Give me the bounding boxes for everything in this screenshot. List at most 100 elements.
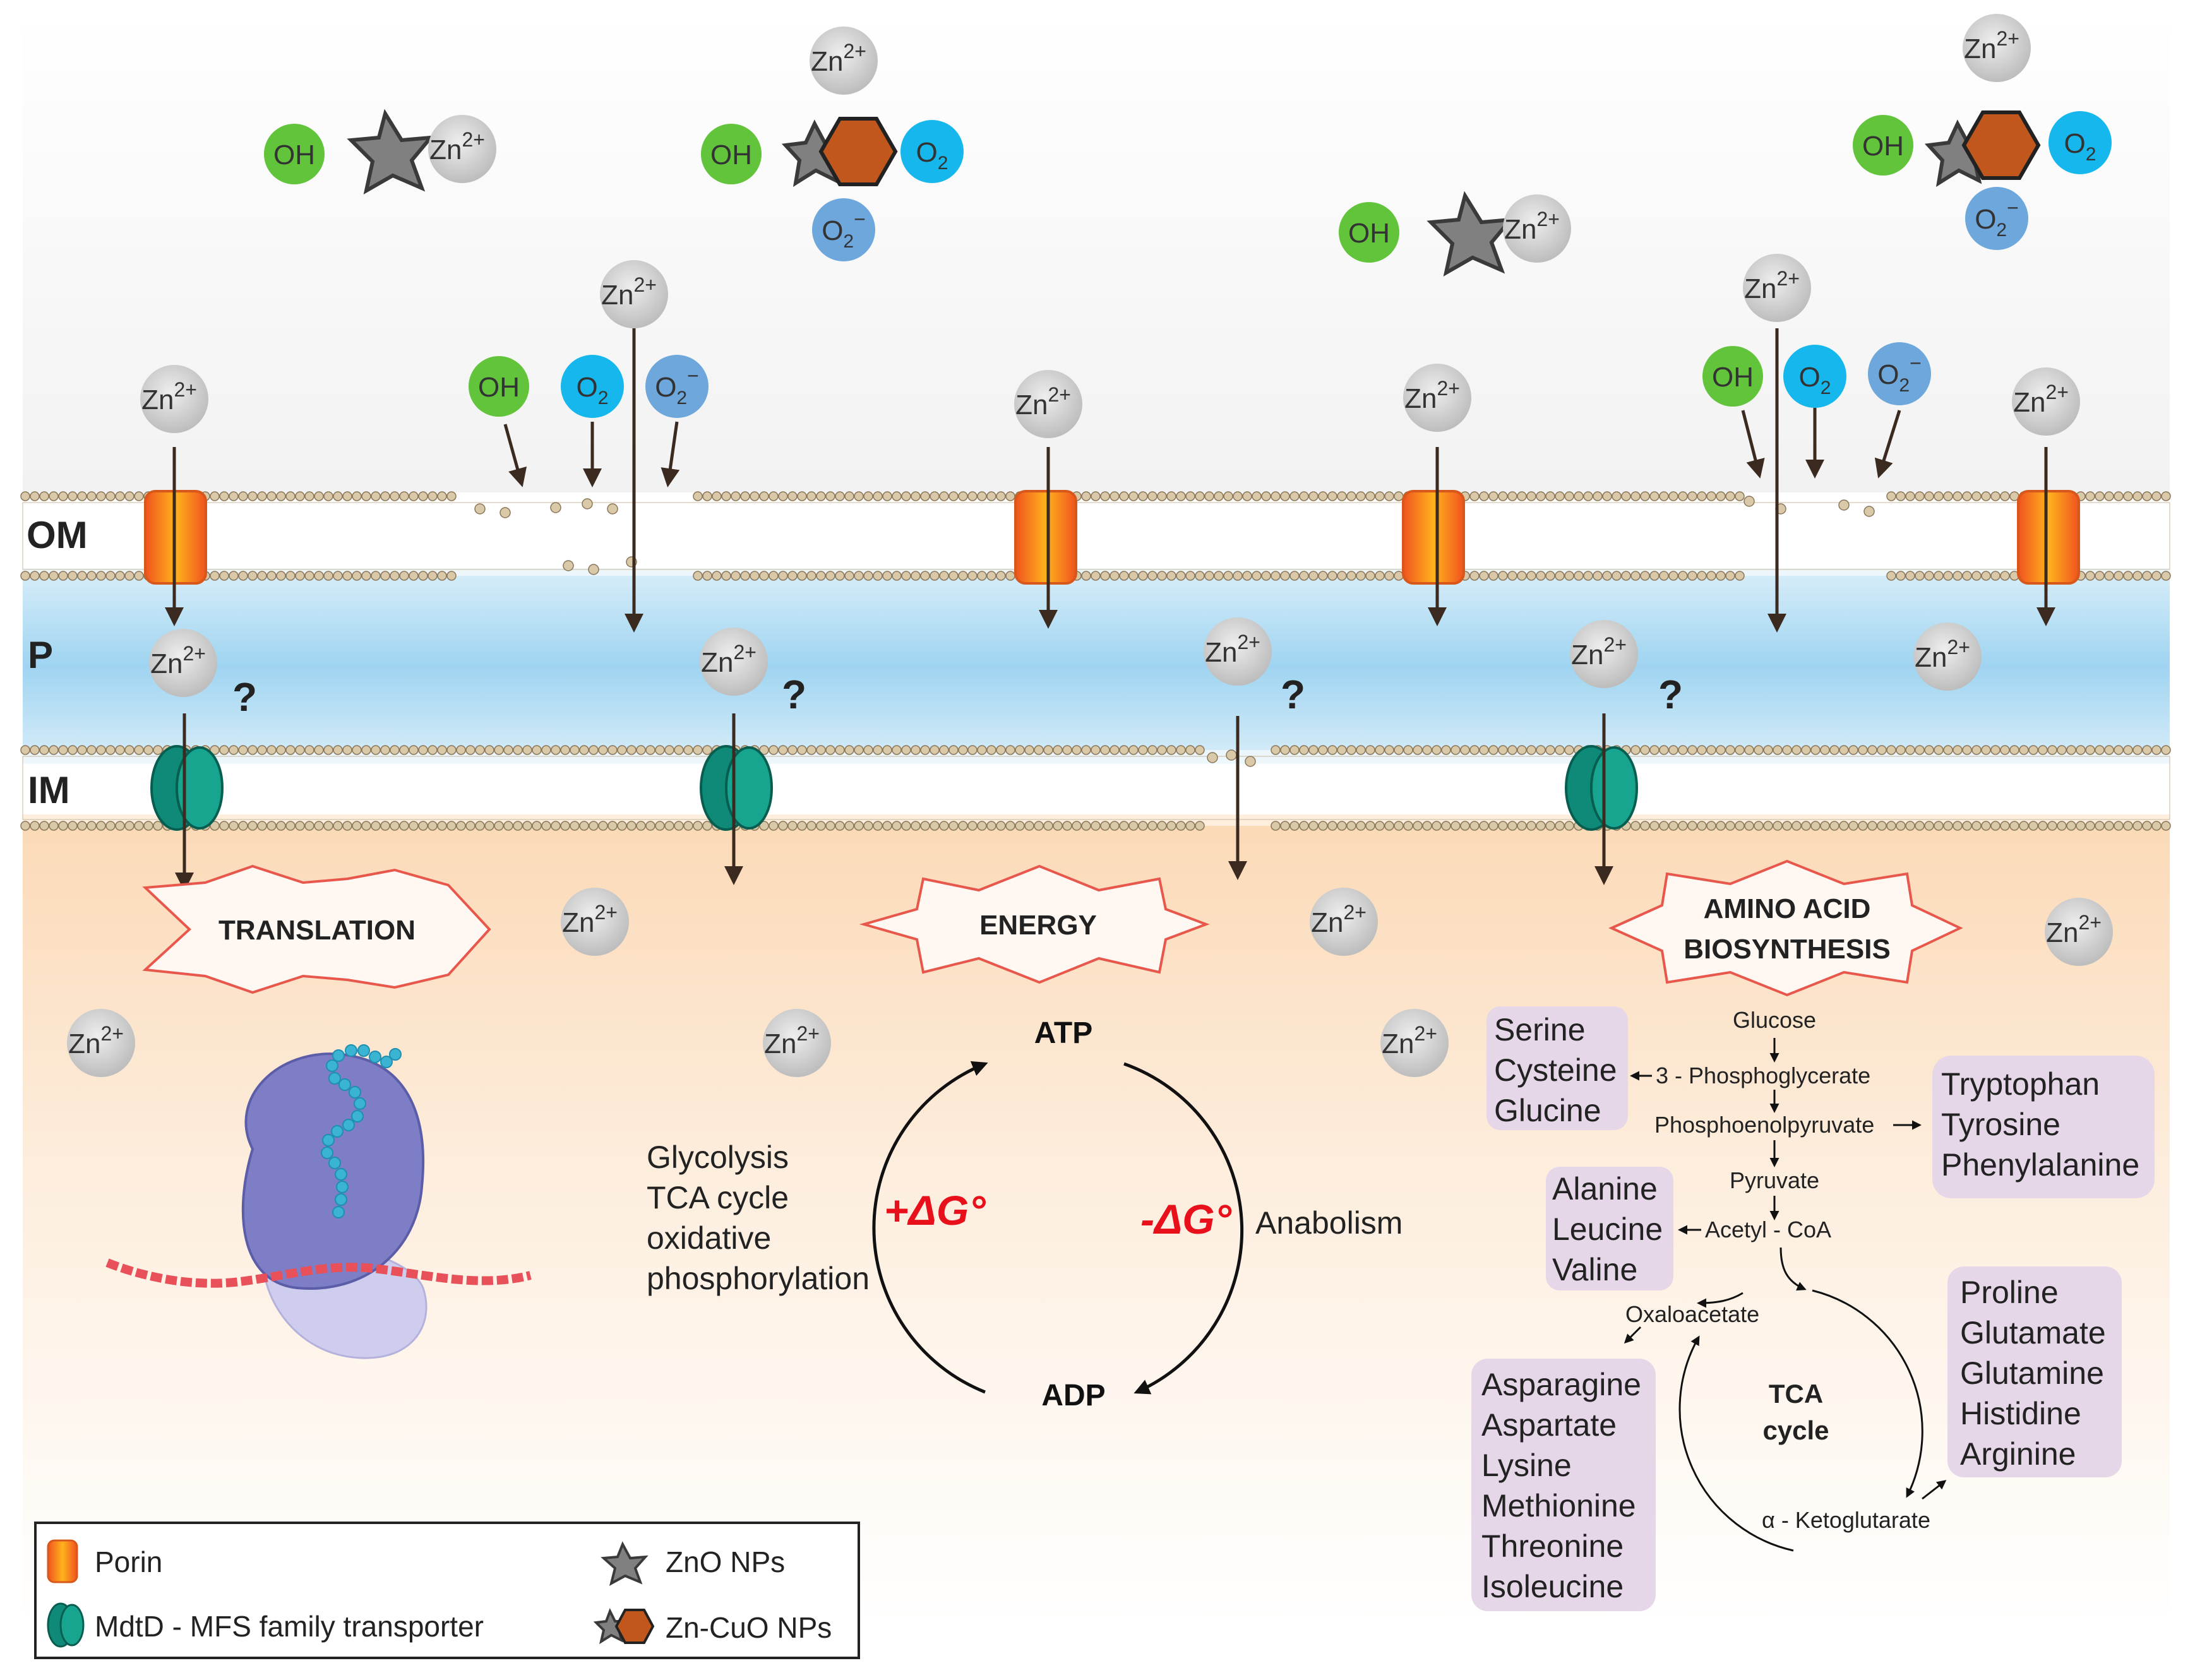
amino-acid-pathway: Serine Cysteine Glucine Tryptophan Tyros…	[1471, 1006, 2155, 1611]
zinc-ion: Zn2+	[600, 260, 668, 328]
svg-text:Zn2+: Zn2+	[1404, 377, 1460, 414]
oxygen-molecule: O2	[2048, 111, 2112, 174]
legend-zncuo-label: Zn-CuO NPs	[666, 1611, 832, 1644]
zinc-ion: Zn2+	[428, 115, 496, 183]
superoxide-anion: O2−	[645, 355, 709, 418]
svg-text:O2−: O2−	[822, 208, 866, 252]
zinc-ion: Zn2+	[1014, 370, 1082, 438]
hydroxyl-radical: OH	[469, 356, 529, 417]
svg-text:Zn2+: Zn2+	[764, 1022, 820, 1059]
zinc-ion: Zn2+	[1310, 888, 1378, 956]
svg-text:Zn2+: Zn2+	[1015, 383, 1071, 420]
legend-mdtd-label: MdtD - MFS family transporter	[95, 1610, 484, 1643]
metabolite-glucose: Glucose	[1733, 1007, 1816, 1033]
svg-text:OH: OH	[1348, 218, 1390, 249]
oxygen-molecule: O2	[561, 355, 624, 418]
tca-label-line2: cycle	[1762, 1415, 1829, 1445]
svg-text:OH: OH	[710, 140, 752, 170]
legend-porin-label: Porin	[95, 1546, 162, 1578]
zinc-ion: Zn2+	[149, 629, 217, 697]
translation-badge: TRANSLATION	[142, 864, 491, 994]
porin	[2017, 490, 2080, 585]
svg-text:Zn2+: Zn2+	[1915, 636, 1970, 673]
amino-box-tryptophan	[1932, 1056, 2155, 1198]
svg-text:Zn2+: Zn2+	[811, 40, 866, 77]
svg-text:Zn2+: Zn2+	[1382, 1022, 1437, 1059]
svg-text:Zn2+: Zn2+	[601, 273, 657, 311]
superoxide-anion: O2−	[812, 198, 875, 261]
superoxide-anion: O2−	[1965, 187, 2028, 250]
metabolite-acetyl-coa: Acetyl - CoA	[1705, 1217, 1831, 1242]
svg-text:Zn2+: Zn2+	[1504, 208, 1560, 245]
zinc-ion: Zn2+	[1743, 254, 1811, 322]
svg-text:O2−: O2−	[655, 364, 699, 408]
zinc-ion: Zn2+	[2045, 898, 2113, 966]
svg-text:Zn2+: Zn2+	[68, 1022, 124, 1059]
zncuo-nanoparticle	[1924, 110, 2041, 188]
metabolite-oxaloacetate: Oxaloacetate	[1625, 1301, 1759, 1327]
svg-text:OH: OH	[273, 140, 315, 170]
transport-arrows	[165, 328, 2055, 891]
translation-label: TRANSLATION	[218, 915, 416, 946]
amino-acid-label-line2: BIOSYNTHESIS	[1684, 934, 1891, 965]
anabolism-label: Anabolism	[1255, 1205, 1403, 1241]
oxygen-molecule: O2	[1783, 345, 1846, 408]
hydroxyl-radical: OH	[701, 124, 762, 184]
svg-text:O2: O2	[2064, 128, 2096, 165]
energy-label: ENERGY	[979, 910, 1097, 941]
zno-nanoparticle	[1426, 191, 1515, 277]
amino-acid-label-line1: AMINO ACID	[1704, 893, 1871, 924]
svg-text:Zn2+: Zn2+	[1571, 633, 1627, 670]
svg-text:OH: OH	[478, 372, 520, 403]
svg-text:Zn2+: Zn2+	[2046, 911, 2102, 948]
amino-list: Alanine Leucine Valine	[1552, 1171, 1672, 1287]
energy-cycle: ATP ADP +ΔG° -ΔG° Anabolism Glycolysis T…	[647, 1016, 1403, 1412]
question-marks: ? ? ? ?	[232, 672, 1683, 720]
ions: Zn2+ Zn2+ Zn2+ Zn2+ Zn2+ Zn2+ Zn2+ Zn2+ Zn2+ Zn2+…	[67, 14, 2113, 1077]
amino-box-serine	[1486, 1006, 1628, 1130]
mdtd-transporter	[1565, 745, 1638, 831]
zinc-ion: Zn2+	[700, 628, 768, 696]
legend-box	[34, 1522, 860, 1659]
zinc-ion: Zn2+	[1913, 623, 1982, 691]
zinc-ion: Zn2+	[763, 1009, 831, 1077]
legend: Porin MdtD - MFS family transporter ZnO …	[34, 1522, 860, 1659]
svg-text:Zn2+: Zn2+	[2013, 381, 2069, 418]
periplasm-region	[23, 568, 2170, 764]
svg-text:Zn2+: Zn2+	[1744, 267, 1800, 304]
extracellular-region	[23, 13, 2170, 492]
hydroxyl-radical: OH	[264, 124, 325, 184]
catabolism-line: oxidative	[647, 1220, 771, 1256]
svg-text:Zn2+: Zn2+	[141, 378, 197, 415]
svg-text:Zn2+: Zn2+	[1311, 901, 1367, 938]
question-mark: ?	[1281, 672, 1305, 717]
amino-list: Serine Cysteine Glucine	[1494, 1012, 1625, 1128]
mdtd-transporter	[700, 745, 773, 831]
svg-text:Zn2+: Zn2+	[429, 128, 485, 165]
zinc-ion: Zn2+	[1963, 14, 2031, 82]
svg-text:Zn2+: Zn2+	[1964, 27, 2019, 64]
svg-text:O2: O2	[1799, 362, 1831, 398]
metabolite-3pg: 3 - Phosphoglycerate	[1656, 1063, 1870, 1088]
membranes	[20, 491, 2171, 831]
oxygen-molecule: O2	[900, 120, 964, 183]
zinc-ion: Zn2+	[1503, 194, 1571, 263]
energy-badge: ENERGY	[859, 864, 1210, 984]
mdtd-legend-icon	[47, 1602, 85, 1648]
question-mark: ?	[1658, 672, 1683, 717]
superoxide-anion: O2−	[1868, 342, 1931, 405]
zinc-ion: Zn2+	[1204, 617, 1272, 686]
zncuo-nanoparticle	[781, 117, 898, 188]
svg-text:Zn2+: Zn2+	[150, 642, 206, 679]
label-outer-membrane: OM	[27, 514, 88, 556]
plus-delta-g: +ΔG°	[884, 1187, 986, 1234]
hydroxyl-radical: OH	[1339, 202, 1399, 263]
svg-text:OH: OH	[1712, 362, 1754, 393]
metabolite-pep: Phosphoenolpyruvate	[1654, 1112, 1874, 1138]
catabolism-line: TCA cycle	[647, 1180, 789, 1215]
amino-list: Proline Glutamate Glutamine Histidine Ar…	[1960, 1275, 2115, 1472]
svg-text:O2: O2	[916, 137, 948, 174]
label-inner-membrane: IM	[28, 769, 70, 811]
porin-legend-icon	[47, 1539, 78, 1583]
